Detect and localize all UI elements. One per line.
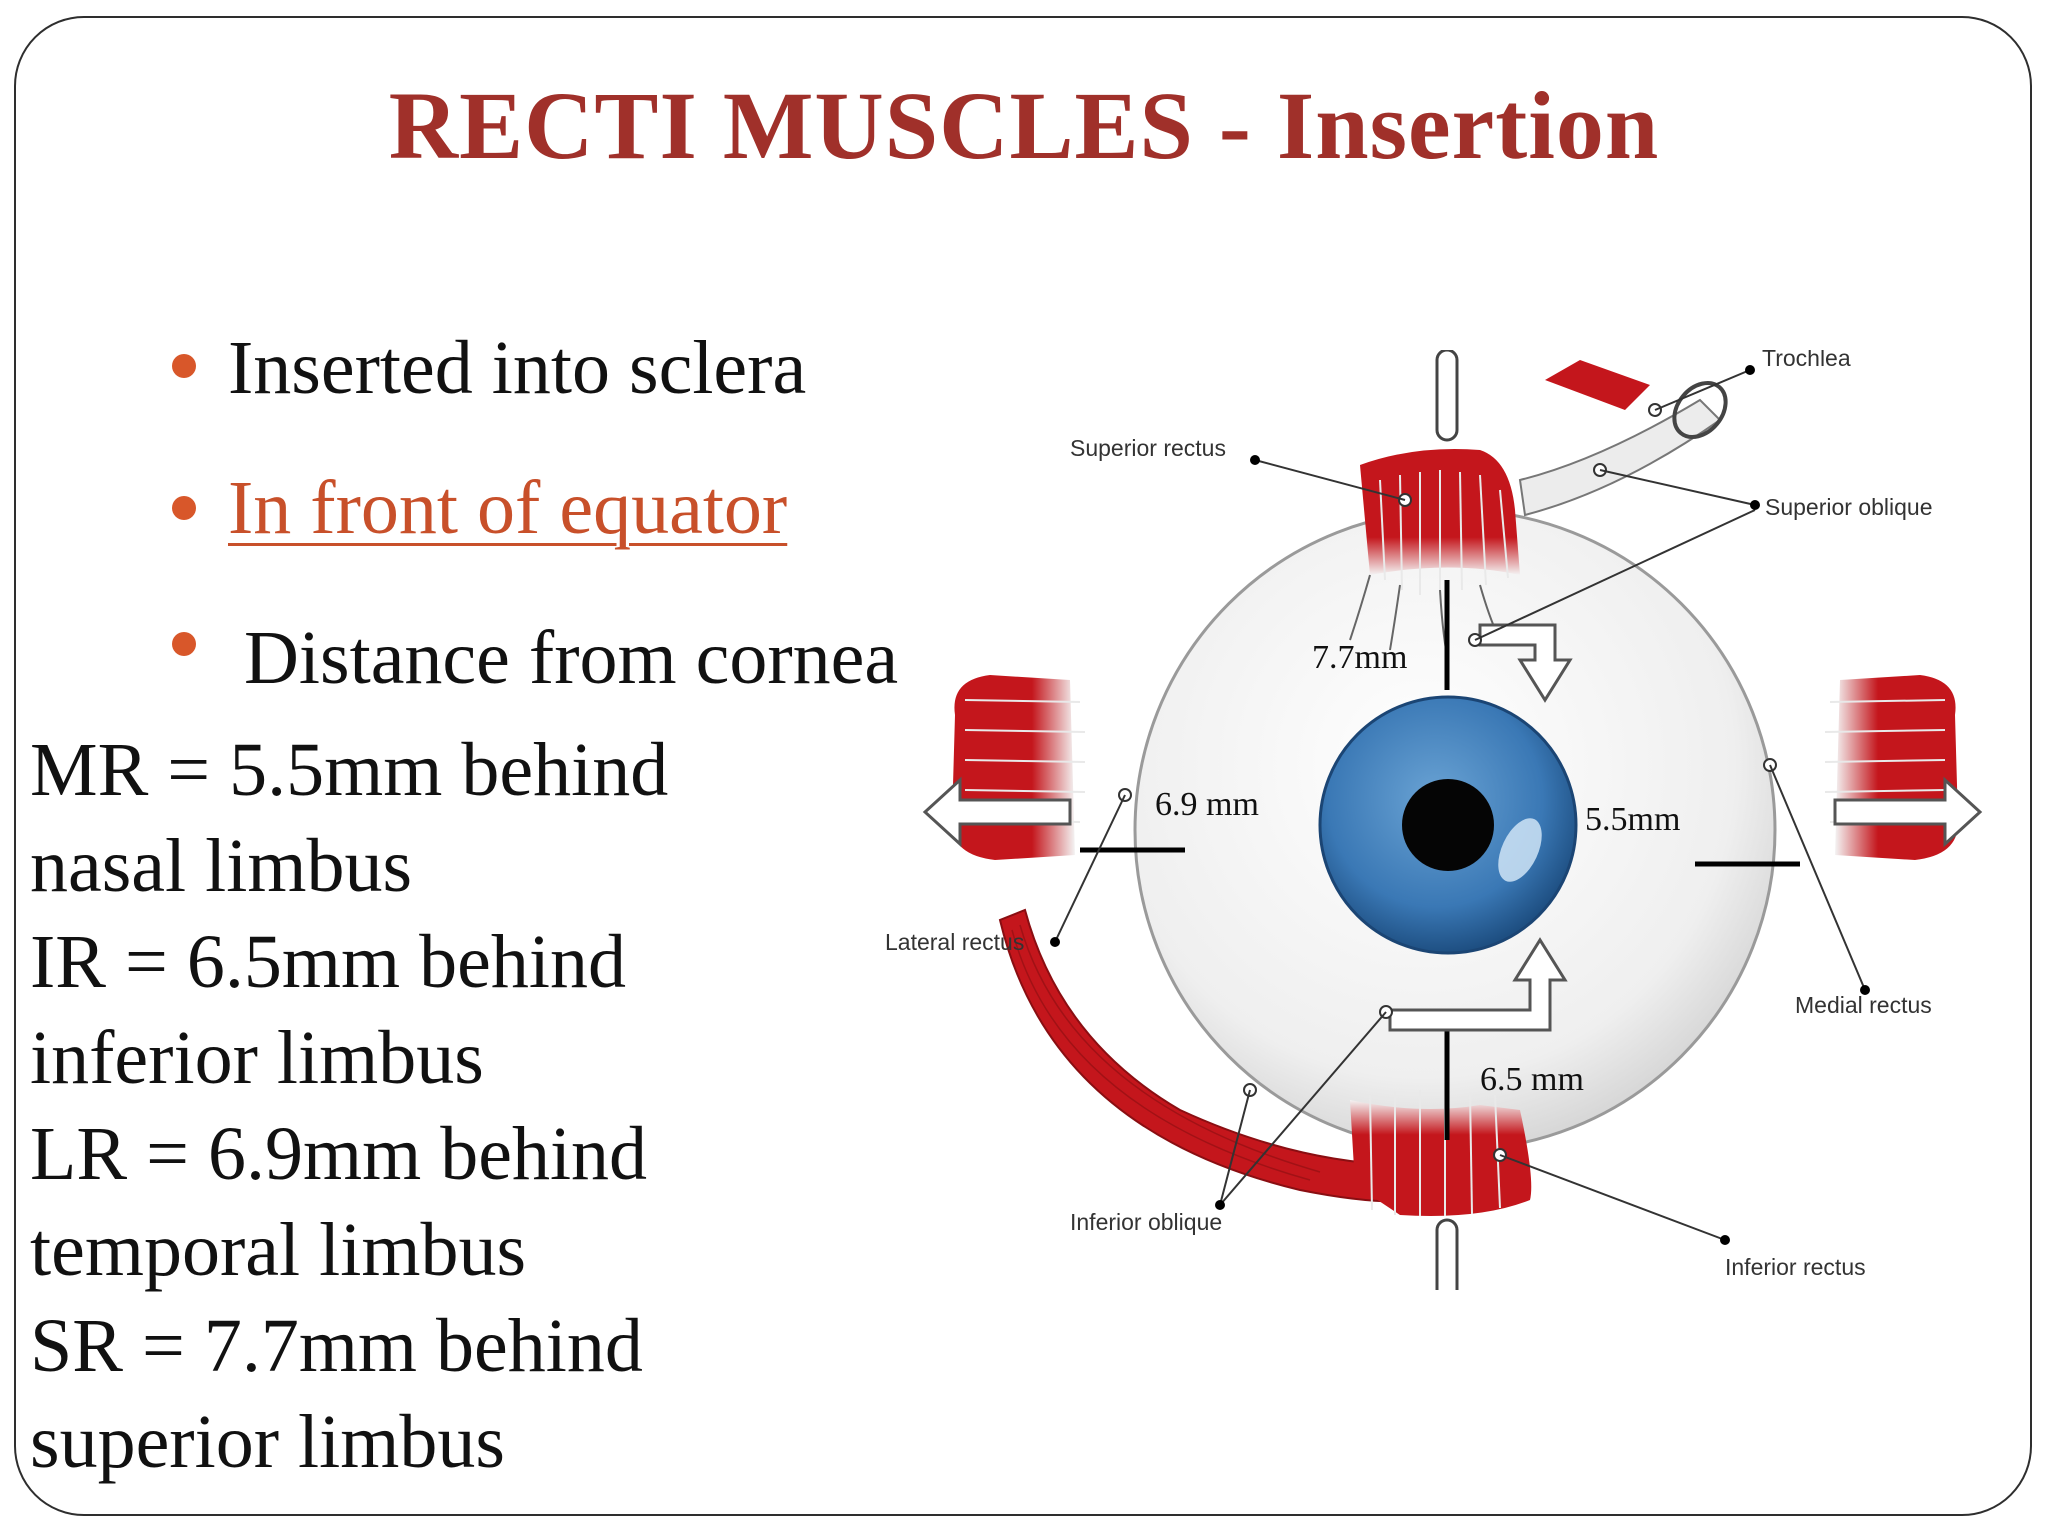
- distance-list: MR = 5.5mm behind nasal limbus IR = 6.5m…: [30, 722, 668, 1490]
- eye-muscle-diagram: Trochlea Superior rectus Superior obliqu…: [880, 350, 2000, 1290]
- label-medial-rectus: Medial rectus: [1795, 992, 1932, 1018]
- measure-lateral: 6.9 mm: [1155, 786, 1259, 823]
- equator-link[interactable]: In front of equator: [228, 466, 788, 550]
- bullet-distance-from-cornea: Distance from cornea: [244, 620, 898, 696]
- lateral-action-arrow: [922, 776, 1072, 848]
- superior-axis-tube: [1435, 350, 1459, 442]
- bullet-text: Distance from cornea: [244, 616, 899, 700]
- bullet-dot: [172, 354, 196, 378]
- distance-ir-ref: inferior limbus: [30, 1016, 484, 1100]
- distance-lr: LR = 6.9mm behind: [30, 1112, 648, 1196]
- bullet-in-front-of-equator[interactable]: In front of equator: [228, 470, 787, 546]
- distance-mr: MR = 5.5mm behind: [30, 728, 669, 812]
- measure-superior: 7.7mm: [1312, 639, 1407, 676]
- distance-sr: SR = 7.7mm behind: [30, 1304, 643, 1388]
- distance-ir: IR = 6.5mm behind: [30, 920, 626, 1004]
- slide-frame: [14, 16, 2032, 1516]
- pupil: [1402, 779, 1494, 871]
- iris-highlight: [1498, 818, 1542, 882]
- superior-oblique-belly: [1545, 360, 1650, 410]
- label-lateral-rectus: Lateral rectus: [885, 929, 1024, 955]
- superior-oblique-tendon: [1518, 398, 1722, 517]
- label-inferior-rectus: Inferior rectus: [1725, 1254, 1866, 1280]
- label-trochlea: Trochlea: [1762, 350, 1851, 371]
- lateral-rectus-muscle: [951, 675, 1075, 860]
- bullet-dot: [172, 496, 196, 520]
- slide-title: RECTI MUSCLES - Insertion: [388, 72, 1660, 179]
- measure-medial: 5.5mm: [1585, 801, 1680, 838]
- bullet-inserted-into-sclera: Inserted into sclera: [228, 330, 806, 406]
- distance-lr-ref: temporal limbus: [30, 1208, 527, 1292]
- superior-action-arrow: [1478, 623, 1573, 703]
- trochlea-ring: [1672, 381, 1728, 439]
- inferior-axis-tube: [1435, 1218, 1459, 1290]
- measure-inferior: 6.5 mm: [1480, 1061, 1584, 1098]
- label-inferior-oblique: Inferior oblique: [1070, 1209, 1222, 1235]
- label-superior-rectus: Superior rectus: [1070, 435, 1226, 461]
- bullet-text: Inserted into sclera: [228, 326, 807, 410]
- medial-action-arrow: [1833, 776, 1983, 848]
- inferior-action-arrow: [1388, 937, 1568, 1032]
- distance-mr-ref: nasal limbus: [30, 824, 413, 908]
- bullet-dot: [172, 632, 196, 656]
- medial-rectus-muscle: [1835, 675, 1959, 860]
- label-superior-oblique: Superior oblique: [1765, 494, 1933, 520]
- distance-sr-ref: superior limbus: [30, 1400, 505, 1484]
